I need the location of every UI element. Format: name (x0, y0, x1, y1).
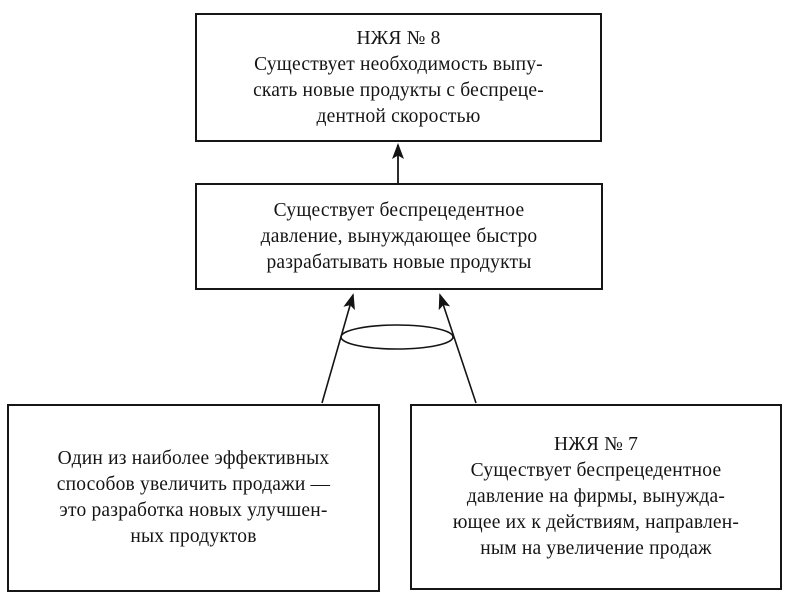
node-pressure-develop-products: Существует беспрецедентное давление, вын… (195, 183, 603, 290)
node-effective-way-increase-sales-text: Один из наиболее эффективных способов ув… (56, 448, 331, 547)
arrow-bottom-right-to-middle (438, 293, 477, 404)
node-nzhya-7-text: НЖЯ № 7 Существует беспрецедентное давле… (452, 434, 740, 559)
and-junction-ellipse-icon (340, 324, 454, 350)
node-pressure-develop-products-text: Существует беспрецедентное давление, вын… (260, 199, 538, 273)
node-nzhya-8-text: НЖЯ № 8 Существует необходимость выпу- с… (253, 27, 544, 127)
node-nzhya-8: НЖЯ № 8 Существует необходимость выпу- с… (195, 13, 602, 142)
arrow-bottom-left-to-middle (321, 293, 355, 404)
node-effective-way-increase-sales: Один из наиболее эффективных способов ув… (7, 404, 380, 592)
node-nzhya-7: НЖЯ № 7 Существует беспрецедентное давле… (410, 404, 782, 590)
